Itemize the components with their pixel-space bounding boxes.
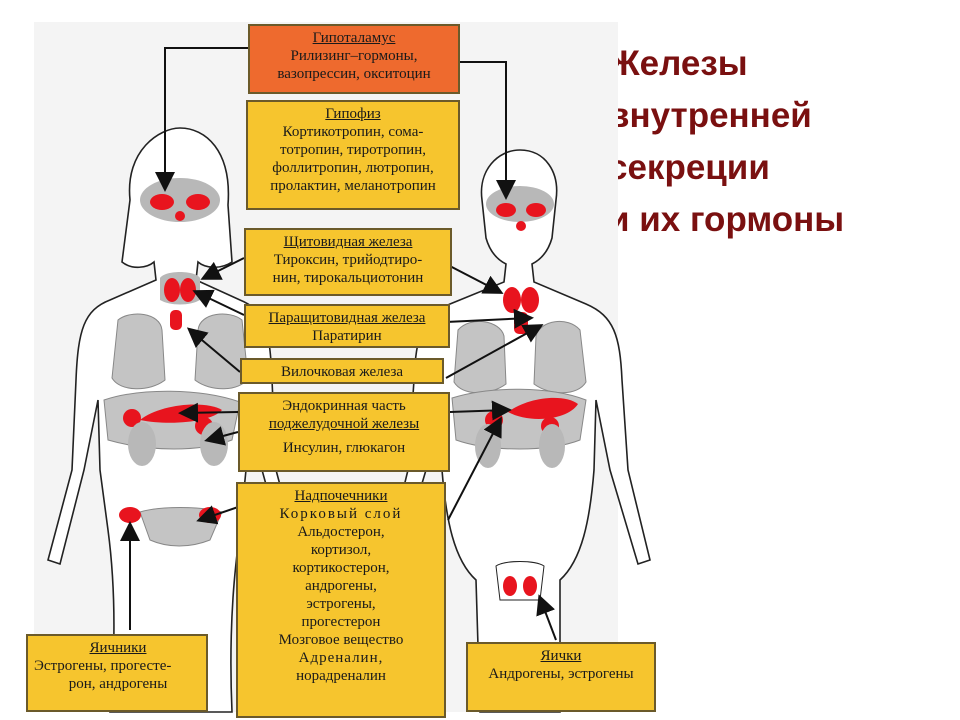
female-thyroid <box>160 272 200 330</box>
thyroid-heading: Щитовидная железа <box>283 234 413 250</box>
hypothalamus-line-2: вазопрессин, окситоцин <box>277 66 431 82</box>
pancreas-box: Эндокринная часть поджелудочной железы И… <box>238 392 450 472</box>
adrenals-cortex-line-6: прогестерон <box>301 614 381 630</box>
hypothalamus-line-1: Рилизинг–гормоны, <box>290 48 418 64</box>
adrenals-cortex-line-4: андрогены, <box>305 578 377 594</box>
adrenals-medulla-line-2: норадреналин <box>296 668 386 684</box>
parathyroid-heading: Паращитовидная железа <box>268 310 426 326</box>
pituitary-heading: Гипофиз <box>325 106 381 122</box>
pituitary-line-4: пролактин, меланотропин <box>270 178 436 194</box>
adrenals-cortex-line-1: Альдостерон, <box>297 524 385 540</box>
adrenals-cortex-line-2: кортизол, <box>310 542 372 558</box>
thymus-box: Вилочковая железа <box>240 358 444 384</box>
adrenals-cortex-line-5: эстрогены, <box>306 596 376 612</box>
testes-heading: Яички <box>540 648 582 664</box>
slide-title: Железы внутренней секреции и их гормоны <box>608 38 928 246</box>
pancreas-heading-2: поджелудочной железы <box>268 416 420 432</box>
title-line-3: секреции <box>608 148 770 187</box>
title-line-1: Железы <box>608 44 748 83</box>
adrenals-cortex-heading: Корковый слой <box>279 506 403 522</box>
pituitary-box: Гипофиз Кортикотропин, сома- тотропин, т… <box>246 100 460 210</box>
title-line-4: и их гормоны <box>608 200 845 239</box>
ovaries-line-2: рон, андрогены <box>68 676 168 692</box>
ovaries-box: Яичники Эстрогены, прогесте- рон, андрог… <box>26 634 208 712</box>
title-line-2: внутренней <box>608 96 812 135</box>
hypothalamus-heading: Гипоталамус <box>312 30 396 46</box>
ovaries-line-1: Эстрогены, прогесте- <box>34 658 172 674</box>
testes-line-1: Андрогены, эстрогены <box>488 666 634 682</box>
female-head-glands <box>140 178 220 222</box>
testes-box: Яички Андрогены, эстрогены <box>466 642 656 712</box>
adrenals-cortex-line-3: кортикостерон, <box>292 560 390 576</box>
hypothalamus-box: Гипоталамус Рилизинг–гормоны, вазопресси… <box>248 24 460 94</box>
connector-lines <box>120 47 557 641</box>
thymus-heading: Вилочковая железа <box>280 364 404 380</box>
parathyroid-line-1: Паратирин <box>312 328 382 344</box>
adrenals-heading: Надпочечники <box>294 488 388 504</box>
male-lungs <box>453 320 587 394</box>
parathyroid-box: Паращитовидная железа Паратирин <box>244 304 450 348</box>
adrenals-medulla-line-1: Адреналин, <box>298 650 384 666</box>
ovaries-heading: Яичники <box>89 640 147 656</box>
thyroid-line-2: нин, тирокальциотонин <box>272 270 424 286</box>
thyroid-line-1: Тироксин, трийодтиро- <box>273 252 423 268</box>
pituitary-line-3: фоллитропин, лютропин, <box>272 160 434 176</box>
thyroid-box: Щитовидная железа Тироксин, трийодтиро- … <box>244 228 452 296</box>
male-testes <box>495 561 545 601</box>
female-lungs <box>111 313 249 390</box>
adrenals-box: Надпочечники Корковый слой Альдостерон, … <box>236 482 446 718</box>
pancreas-line-1: Инсулин, глюкагон <box>282 440 406 456</box>
pancreas-heading: Эндокринная часть <box>282 398 406 414</box>
pituitary-line-1: Кортикотропин, сома- <box>282 124 424 140</box>
adrenals-medulla-heading: Мозговое вещество <box>278 632 404 648</box>
pituitary-line-2: тотропин, тиротропин, <box>280 142 426 158</box>
